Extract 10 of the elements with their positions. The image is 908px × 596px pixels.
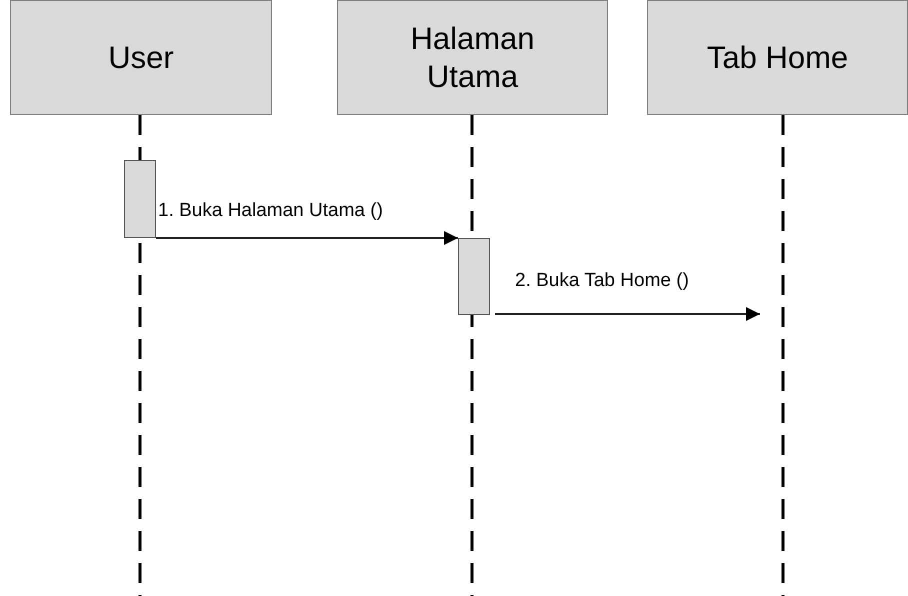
participant-box: Tab Home xyxy=(647,0,908,115)
activation-bar xyxy=(124,160,156,238)
participant-box: Halaman Utama xyxy=(337,0,608,115)
message-arrow xyxy=(495,307,760,321)
participant-box: User xyxy=(10,0,272,115)
message-arrow xyxy=(156,231,458,245)
edge-label: 1. Buka Halaman Utama () xyxy=(156,200,385,222)
lifeline xyxy=(782,115,784,596)
activation-bar xyxy=(458,238,490,315)
edge-label: 2. Buka Tab Home () xyxy=(513,270,691,292)
